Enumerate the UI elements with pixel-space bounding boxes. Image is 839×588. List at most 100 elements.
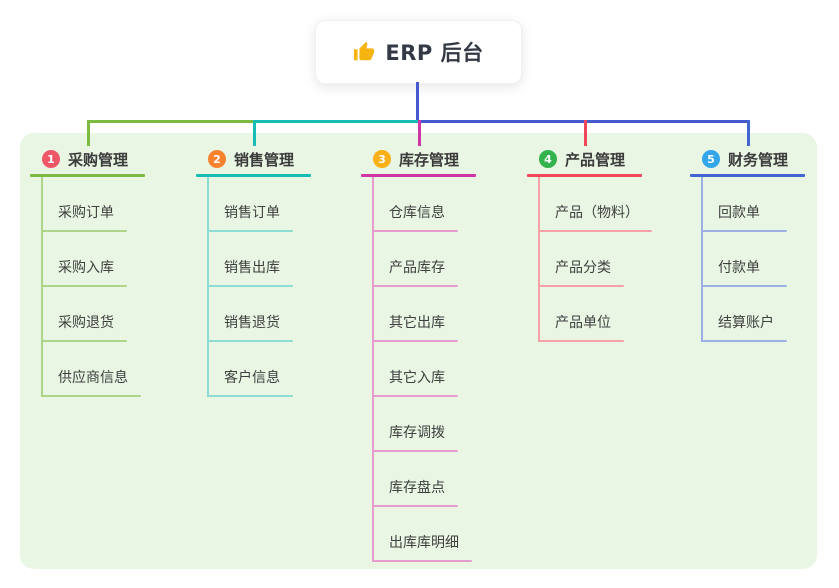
connector-trunk-segment bbox=[87, 120, 256, 123]
child-underline bbox=[538, 340, 624, 342]
branch-node[interactable]: 3 库存管理 bbox=[361, 148, 521, 170]
children-rail-line bbox=[372, 177, 374, 562]
children-rail-line bbox=[41, 177, 43, 397]
branch-number-badge: 3 bbox=[373, 150, 391, 168]
child-node[interactable]: 供应商信息 bbox=[30, 342, 190, 397]
branch-node[interactable]: 5 财务管理 bbox=[690, 148, 839, 170]
child-underline bbox=[41, 340, 127, 342]
child-underline bbox=[207, 285, 293, 287]
branch-underline bbox=[690, 174, 805, 177]
child-label: 库存调拨 bbox=[389, 425, 445, 441]
child-underline bbox=[207, 230, 293, 232]
child-label: 出库库明细 bbox=[389, 535, 459, 551]
child-node[interactable]: 其它出库 bbox=[361, 287, 521, 342]
child-label: 库存盘点 bbox=[389, 480, 445, 496]
child-underline bbox=[41, 230, 127, 232]
child-label: 结算账户 bbox=[718, 315, 774, 331]
child-label: 销售订单 bbox=[224, 205, 280, 221]
child-underline bbox=[41, 395, 141, 397]
child-node[interactable]: 采购入库 bbox=[30, 232, 190, 287]
child-label: 仓库信息 bbox=[389, 205, 445, 221]
connector-branch-drop bbox=[584, 120, 587, 146]
branch-children: 销售订单 销售出库 销售退货 客户信息 bbox=[196, 177, 356, 397]
child-label: 付款单 bbox=[718, 260, 760, 276]
connector-root-vertical bbox=[416, 82, 419, 123]
branch-children: 回款单 付款单 结算账户 bbox=[690, 177, 839, 342]
child-node[interactable]: 销售退货 bbox=[196, 287, 356, 342]
branch-number-badge: 2 bbox=[208, 150, 226, 168]
branch-2: 2 销售管理 销售订单 销售出库 销售退货 客户信息 bbox=[196, 148, 356, 397]
branch-label: 库存管理 bbox=[399, 150, 460, 169]
connector-trunk-segment bbox=[253, 120, 421, 123]
children-rail-line bbox=[207, 177, 209, 397]
child-underline bbox=[701, 340, 787, 342]
connector-branch-drop bbox=[418, 120, 421, 146]
child-node[interactable]: 付款单 bbox=[690, 232, 839, 287]
child-label: 采购订单 bbox=[58, 205, 114, 221]
child-label: 其它出库 bbox=[389, 315, 445, 331]
child-label: 销售出库 bbox=[224, 260, 280, 276]
child-node[interactable]: 采购订单 bbox=[30, 177, 190, 232]
child-label: 客户信息 bbox=[224, 370, 280, 386]
branch-children: 采购订单 采购入库 采购退货 供应商信息 bbox=[30, 177, 190, 397]
child-node[interactable]: 产品库存 bbox=[361, 232, 521, 287]
child-label: 回款单 bbox=[718, 205, 760, 221]
child-label: 销售退货 bbox=[224, 315, 280, 331]
branch-label: 销售管理 bbox=[234, 150, 295, 169]
branch-number-badge: 1 bbox=[42, 150, 60, 168]
branch-label: 产品管理 bbox=[565, 150, 626, 169]
branch-label: 采购管理 bbox=[68, 150, 129, 169]
child-node[interactable]: 产品分类 bbox=[527, 232, 687, 287]
child-node[interactable]: 结算账户 bbox=[690, 287, 839, 342]
child-node[interactable]: 其它入库 bbox=[361, 342, 521, 397]
children-rail-line bbox=[701, 177, 703, 342]
child-label: 产品分类 bbox=[555, 260, 611, 276]
thumbs-up-icon bbox=[354, 41, 375, 61]
child-node[interactable]: 客户信息 bbox=[196, 342, 356, 397]
root-node[interactable]: ERP 后台 bbox=[315, 20, 522, 84]
branch-3: 3 库存管理 仓库信息 产品库存 其它出库 其它入库 库存调拨 库存盘点 出库库… bbox=[361, 148, 521, 562]
branch-5: 5 财务管理 回款单 付款单 结算账户 bbox=[690, 148, 839, 342]
branch-node[interactable]: 4 产品管理 bbox=[527, 148, 687, 170]
child-node[interactable]: 出库库明细 bbox=[361, 507, 521, 562]
child-underline bbox=[372, 395, 458, 397]
branch-underline bbox=[30, 174, 145, 177]
child-underline bbox=[41, 285, 127, 287]
child-underline bbox=[372, 340, 458, 342]
child-label: 采购退货 bbox=[58, 315, 114, 331]
branch-label: 财务管理 bbox=[728, 150, 789, 169]
child-label: 产品（物料） bbox=[555, 205, 639, 221]
child-underline bbox=[372, 230, 458, 232]
branch-underline bbox=[527, 174, 642, 177]
child-node[interactable]: 产品（物料） bbox=[527, 177, 687, 232]
child-underline bbox=[701, 230, 787, 232]
connector-branch-drop bbox=[253, 120, 256, 146]
child-node[interactable]: 库存调拨 bbox=[361, 397, 521, 452]
branch-4: 4 产品管理 产品（物料） 产品分类 产品单位 bbox=[527, 148, 687, 342]
branch-number-badge: 4 bbox=[539, 150, 557, 168]
child-underline bbox=[701, 285, 787, 287]
child-underline bbox=[372, 560, 472, 562]
child-node[interactable]: 销售订单 bbox=[196, 177, 356, 232]
child-node[interactable]: 仓库信息 bbox=[361, 177, 521, 232]
children-rail-line bbox=[538, 177, 540, 342]
connector-branch-drop bbox=[747, 120, 750, 146]
branch-node[interactable]: 2 销售管理 bbox=[196, 148, 356, 170]
connector-branch-drop bbox=[87, 120, 90, 146]
child-label: 其它入库 bbox=[389, 370, 445, 386]
branch-number-badge: 5 bbox=[702, 150, 720, 168]
child-node[interactable]: 产品单位 bbox=[527, 287, 687, 342]
branch-children: 仓库信息 产品库存 其它出库 其它入库 库存调拨 库存盘点 出库库明细 bbox=[361, 177, 521, 562]
child-label: 产品库存 bbox=[389, 260, 445, 276]
branch-1: 1 采购管理 采购订单 采购入库 采购退货 供应商信息 bbox=[30, 148, 190, 397]
branch-panel bbox=[20, 133, 817, 569]
child-underline bbox=[207, 395, 293, 397]
child-underline bbox=[372, 285, 458, 287]
child-label: 产品单位 bbox=[555, 315, 611, 331]
branch-node[interactable]: 1 采购管理 bbox=[30, 148, 190, 170]
child-node[interactable]: 销售出库 bbox=[196, 232, 356, 287]
child-node[interactable]: 回款单 bbox=[690, 177, 839, 232]
child-node[interactable]: 库存盘点 bbox=[361, 452, 521, 507]
child-underline bbox=[372, 505, 458, 507]
child-node[interactable]: 采购退货 bbox=[30, 287, 190, 342]
